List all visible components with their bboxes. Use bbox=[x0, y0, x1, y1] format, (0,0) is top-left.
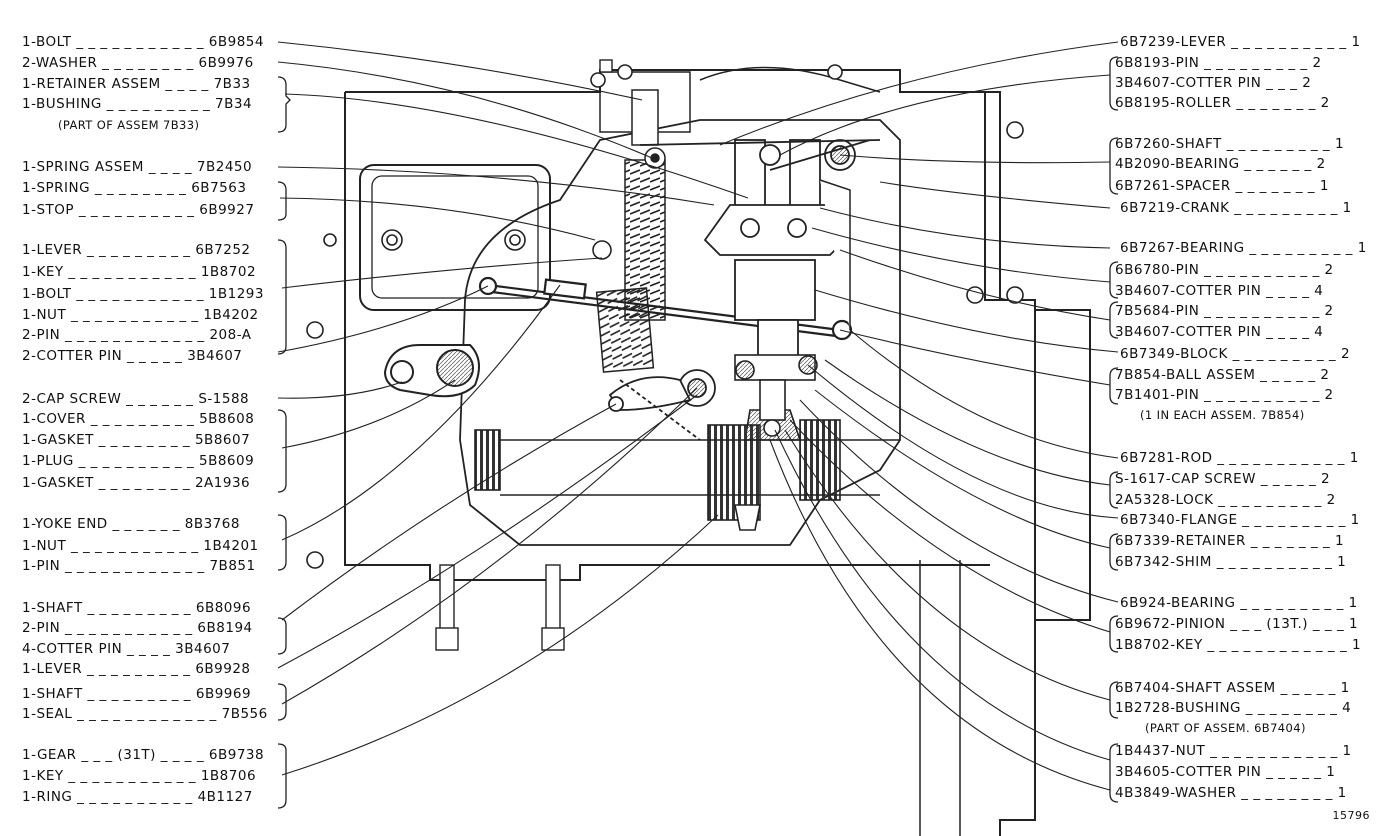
right-label: 6B7219-CRANK _ _ _ _ _ _ _ _ _ 1 bbox=[1120, 200, 1352, 216]
left-label: 1-BOLT _ _ _ _ _ _ _ _ _ _ _ 1B1293 bbox=[22, 286, 264, 302]
right-label: 3B4607-COTTER PIN _ _ _ _ 4 bbox=[1115, 324, 1324, 340]
left-label: 1-SPRING ASSEM _ _ _ _ 7B2450 bbox=[22, 159, 253, 175]
right-label: 6B7349-BLOCK _ _ _ _ _ _ _ _ _ 2 bbox=[1120, 346, 1351, 362]
left-label: 2-PIN _ _ _ _ _ _ _ _ _ _ _ 6B8194 bbox=[22, 620, 253, 636]
right-label: 6B924-BEARING _ _ _ _ _ _ _ _ _ 1 bbox=[1120, 595, 1358, 611]
right-label: 7B5684-PIN _ _ _ _ _ _ _ _ _ _ 2 bbox=[1115, 303, 1334, 319]
left-label: 1-RETAINER ASSEM _ _ _ _ 7B33 bbox=[22, 76, 251, 92]
pinion-and-gears bbox=[474, 354, 900, 531]
right-label: 6B7340-FLANGE _ _ _ _ _ _ _ _ _ 1 bbox=[1120, 512, 1360, 528]
left-label: 1-BOLT _ _ _ _ _ _ _ _ _ _ _ 6B9854 bbox=[22, 34, 264, 50]
group-braces bbox=[277, 56, 1119, 809]
right-label: 6B8193-PIN _ _ _ _ _ _ _ _ _ 2 bbox=[1115, 55, 1322, 71]
right-label: 6B7342-SHIM _ _ _ _ _ _ _ _ _ _ 1 bbox=[1115, 554, 1347, 570]
lever-and-shaft bbox=[608, 369, 716, 441]
left-label: 1-COVER _ _ _ _ _ _ _ _ _ 5B8608 bbox=[22, 411, 255, 427]
right-label: 3B4605-COTTER PIN _ _ _ _ _ 1 bbox=[1115, 764, 1336, 780]
left-label: 2-PIN _ _ _ _ _ _ _ _ _ _ _ _ 208-A bbox=[22, 327, 252, 343]
left-label: 1-KEY _ _ _ _ _ _ _ _ _ _ _ 1B8706 bbox=[22, 768, 257, 784]
cover-plug bbox=[383, 344, 480, 398]
left-label: 1-GASKET _ _ _ _ _ _ _ _ 5B8607 bbox=[22, 432, 251, 448]
left-label: 2-COTTER PIN _ _ _ _ _ 3B4607 bbox=[22, 348, 243, 364]
right-label: 7B1401-PIN _ _ _ _ _ _ _ _ _ _ 2 bbox=[1115, 387, 1334, 403]
left-label: 1-NUT _ _ _ _ _ _ _ _ _ _ _ 1B4202 bbox=[22, 307, 259, 323]
left-label: 1-SHAFT _ _ _ _ _ _ _ _ _ 6B9969 bbox=[22, 686, 252, 702]
left-label: 4-COTTER PIN _ _ _ _ 3B4607 bbox=[22, 641, 231, 657]
right-label: 4B2090-BEARING _ _ _ _ _ _ 2 bbox=[1115, 156, 1326, 172]
right-label: 6B7404-SHAFT ASSEM _ _ _ _ _ 1 bbox=[1115, 680, 1350, 696]
right-label: 6B7339-RETAINER _ _ _ _ _ _ _ 1 bbox=[1115, 533, 1345, 549]
right-label: S-1617-CAP SCREW _ _ _ _ _ 2 bbox=[1115, 471, 1331, 487]
right-label: 1B2728-BUSHING _ _ _ _ _ _ _ _ 4 bbox=[1115, 700, 1352, 716]
left-label: 1-LEVER _ _ _ _ _ _ _ _ _ 6B9928 bbox=[22, 661, 251, 677]
left-label: 1-SHAFT _ _ _ _ _ _ _ _ _ 6B8096 bbox=[22, 600, 252, 616]
left-label: 1-GASKET _ _ _ _ _ _ _ _ 2A1936 bbox=[22, 475, 251, 491]
right-label: 4B3849-WASHER _ _ _ _ _ _ _ _ 1 bbox=[1115, 785, 1347, 801]
right-label: 6B7260-SHAFT _ _ _ _ _ _ _ _ _ 1 bbox=[1115, 136, 1345, 152]
right-label: 3B4607-COTTER PIN _ _ _ _ 4 bbox=[1115, 283, 1324, 299]
left-label: 1-SPRING _ _ _ _ _ _ _ _ 6B7563 bbox=[22, 180, 247, 196]
left-label: 1-STOP _ _ _ _ _ _ _ _ _ _ 6B9927 bbox=[22, 202, 255, 218]
left-label: 1-GEAR _ _ _ (31T) _ _ _ _ 6B9738 bbox=[22, 747, 265, 763]
figure-number: 15796 bbox=[1332, 809, 1370, 822]
left-label: 1-YOKE END _ _ _ _ _ _ 8B3768 bbox=[22, 516, 240, 532]
left-label: 2-WASHER _ _ _ _ _ _ _ _ 6B9976 bbox=[22, 55, 254, 71]
right-label: 6B7239-LEVER _ _ _ _ _ _ _ _ _ _ 1 bbox=[1120, 34, 1361, 50]
right-label: 6B9672-PINION _ _ _ (13T.) _ _ _ 1 bbox=[1115, 616, 1359, 632]
left-label: 1-RING _ _ _ _ _ _ _ _ _ _ 4B1127 bbox=[22, 789, 253, 805]
right-label: 1B4437-NUT _ _ _ _ _ _ _ _ _ _ _ 1 bbox=[1115, 743, 1352, 759]
leader-lines bbox=[277, 41, 1119, 791]
left-label: 1-SEAL _ _ _ _ _ _ _ _ _ _ _ _ 7B556 bbox=[22, 706, 268, 722]
left-note: (PART OF ASSEM 7B33) bbox=[58, 118, 200, 132]
left-label: 1-KEY _ _ _ _ _ _ _ _ _ _ _ 1B8702 bbox=[22, 264, 257, 280]
right-label: 6B7261-SPACER _ _ _ _ _ _ _ 1 bbox=[1115, 178, 1329, 194]
right-label: 6B6780-PIN _ _ _ _ _ _ _ _ _ _ 2 bbox=[1115, 262, 1334, 278]
bolts bbox=[306, 64, 1024, 569]
right-label: 6B7267-BEARING _ _ _ _ _ _ _ _ _ 1 bbox=[1120, 240, 1367, 256]
right-label: 6B8195-ROLLER _ _ _ _ _ _ _ 2 bbox=[1115, 95, 1330, 111]
bottom-studs bbox=[435, 59, 613, 651]
right-label: 2A5328-LOCK _ _ _ _ _ _ _ _ _ 2 bbox=[1115, 492, 1336, 508]
right-note: (1 IN EACH ASSEM. 7B854) bbox=[1140, 408, 1305, 422]
right-label: 7B854-BALL ASSEM _ _ _ _ _ 2 bbox=[1115, 367, 1330, 383]
right-note: (PART OF ASSEM. 6B7404) bbox=[1145, 721, 1306, 735]
right-label: 3B4607-COTTER PIN _ _ _ 2 bbox=[1115, 75, 1312, 91]
left-label: 1-PIN _ _ _ _ _ _ _ _ _ _ _ _ 7B851 bbox=[22, 558, 256, 574]
left-label: 1-LEVER _ _ _ _ _ _ _ _ _ 6B7252 bbox=[22, 242, 251, 258]
left-label: 1-BUSHING _ _ _ _ _ _ _ _ _ 7B34 bbox=[22, 96, 253, 112]
right-label: 1B8702-KEY _ _ _ _ _ _ _ _ _ _ _ _ 1 bbox=[1115, 637, 1362, 653]
left-label: 2-CAP SCREW _ _ _ _ _ _ S-1588 bbox=[22, 391, 250, 407]
left-label: 1-PLUG _ _ _ _ _ _ _ _ _ _ 5B8609 bbox=[22, 453, 255, 469]
left-label: 1-NUT _ _ _ _ _ _ _ _ _ _ _ 1B4201 bbox=[22, 538, 259, 554]
right-label: 6B7281-ROD _ _ _ _ _ _ _ _ _ _ _ 1 bbox=[1120, 450, 1359, 466]
